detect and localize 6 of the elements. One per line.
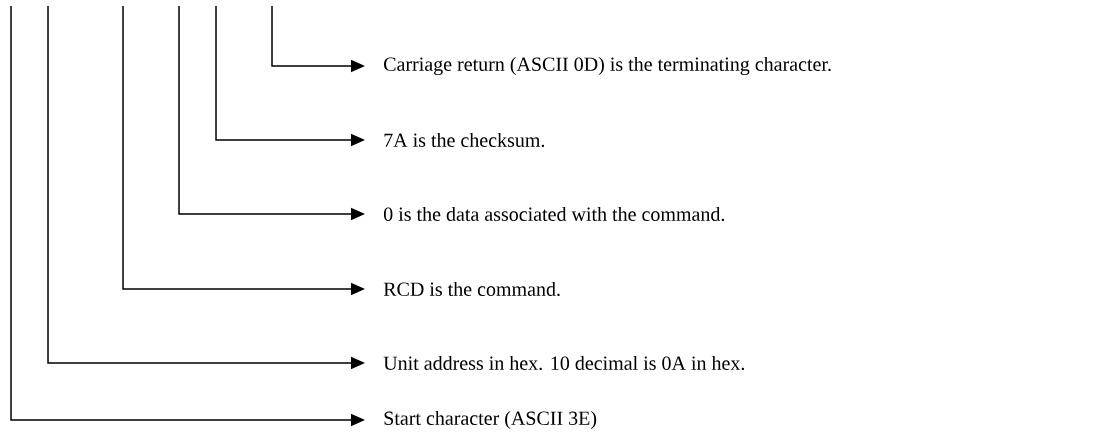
annotation-text: Carriage return (ASCII 0D) is the terminating character. <box>384 56 831 76</box>
annotation-text: Unit address in hex. 10 decimal is 0A in hex. <box>383 355 745 371</box>
annotation-text: Start character (ASCII 3E) <box>384 410 597 430</box>
annotation-text: 0 is the data associated with the command. <box>384 206 725 222</box>
annotation-text: RCD is the command. <box>383 281 560 297</box>
annotation-text: 7A is the checksum. <box>384 132 545 148</box>
